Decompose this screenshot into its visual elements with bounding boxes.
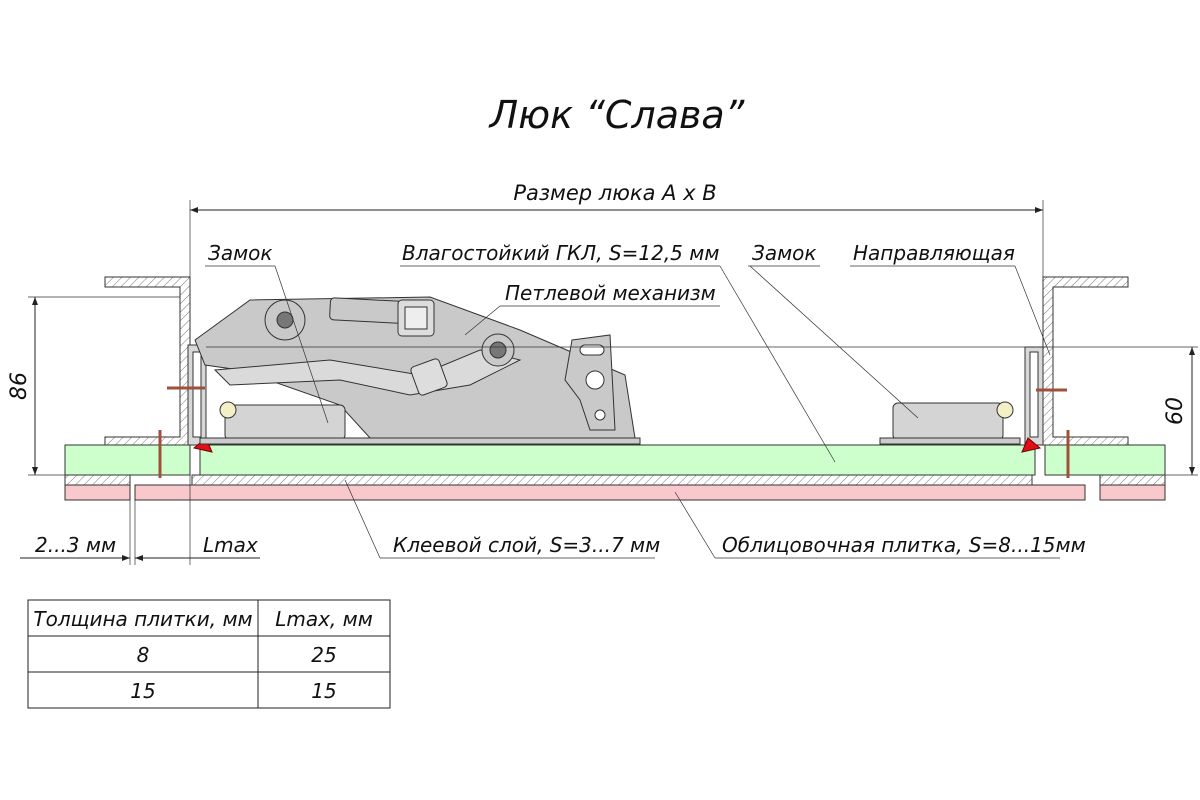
hatch-size-dimension: Размер люка A x B (189, 181, 1044, 350)
adhesive-layer (191, 474, 1033, 486)
hatch-size-label: Размер люка A x B (513, 181, 716, 205)
callout-hinge: Петлевой механизм (505, 281, 716, 305)
table-header: Толщина плитки, мм (33, 607, 252, 631)
table-header: Lmax, мм (275, 607, 373, 631)
tile-layer (134, 484, 1086, 501)
lock-left (224, 404, 346, 441)
hinge-mechanism (194, 296, 1021, 445)
height-86-dimension: 86 (7, 296, 180, 476)
drywall-right (1044, 444, 1166, 476)
lmax-label: Lmax (203, 533, 258, 557)
table-cell: 15 (311, 679, 336, 703)
drywall-panel (199, 444, 1036, 476)
callout-tile: Облицовочная плитка, S=8...15мм (722, 533, 1086, 557)
lock-right (892, 402, 1004, 441)
lmax-table: Толщина плитки, мм Lmax, мм 8 25 15 15 (27, 599, 391, 709)
title: Люк “Слава” (488, 93, 745, 137)
callout-guide: Направляющая (853, 241, 1015, 265)
callout-drywall: Влагостойкий ГКЛ, S=12,5 мм (402, 241, 719, 265)
table-cell: 25 (311, 643, 336, 667)
height-60-label: 60 (1163, 397, 1188, 425)
callout-adhesive: Клеевой слой, S=3...7 мм (393, 533, 660, 557)
gap-label: 2...3 мм (35, 533, 116, 557)
height-60-dimension: 60 (206, 346, 1198, 476)
right-frame-profile (1021, 276, 1129, 478)
gap-dimension: 2...3 мм Lmax (20, 475, 260, 565)
floor-layers (64, 444, 1166, 501)
drywall-left (64, 444, 191, 476)
callout-lock-left: Замок (208, 241, 272, 265)
table-cell: 8 (137, 643, 150, 667)
callouts: Замок Влагостойкий ГКЛ, S=12,5 мм Петлев… (205, 241, 1086, 559)
height-86-label: 86 (7, 372, 32, 400)
table-cell: 15 (130, 679, 155, 703)
callout-lock-right: Замок (752, 241, 816, 265)
